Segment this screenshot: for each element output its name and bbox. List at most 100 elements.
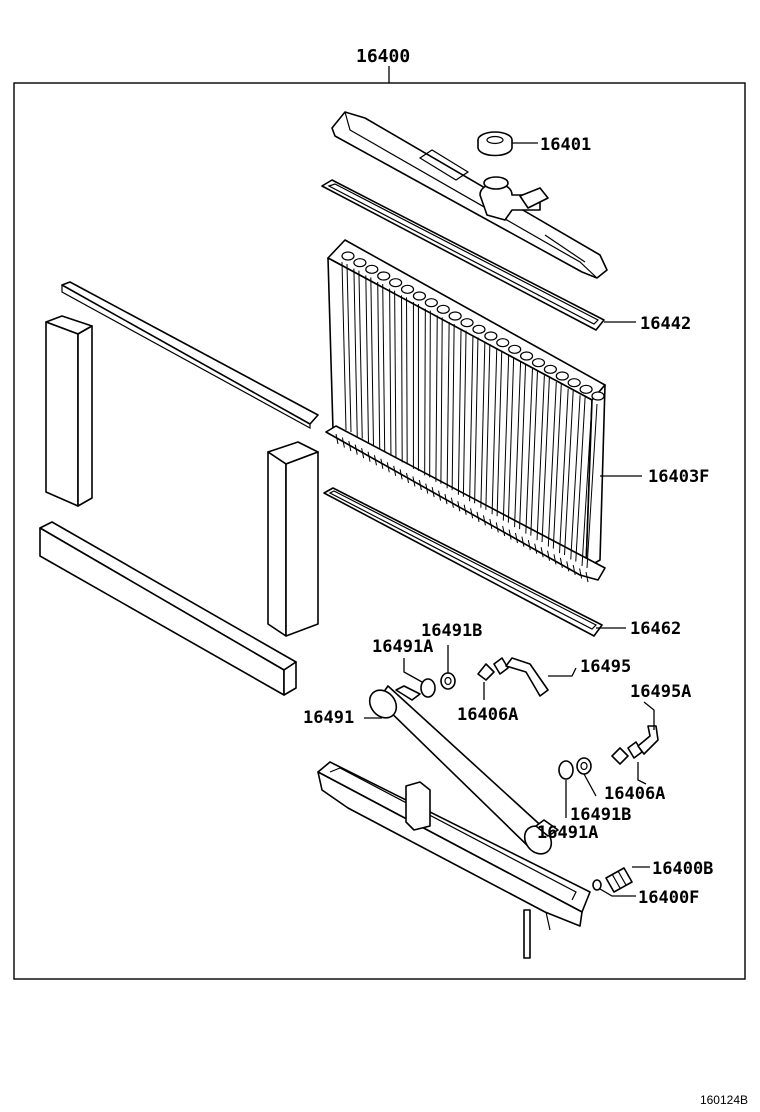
core-bottom-fin bbox=[438, 490, 442, 501]
core-bottom-fin bbox=[508, 529, 512, 540]
core-tube-header bbox=[412, 291, 427, 301]
core-tube bbox=[559, 388, 574, 556]
core-bottom-fin bbox=[399, 469, 403, 480]
core-bottom-fin bbox=[361, 448, 365, 459]
oil-cooler-hose bbox=[477, 657, 549, 697]
label-16491B-bot: 16491B bbox=[570, 805, 631, 825]
core-tube bbox=[435, 315, 443, 484]
core-tube bbox=[446, 321, 455, 491]
core-tube bbox=[457, 328, 467, 497]
core-bottom-fin bbox=[431, 486, 435, 498]
core-bottom-fin bbox=[444, 494, 448, 505]
core-tube bbox=[377, 281, 386, 452]
core-tube-header bbox=[436, 304, 450, 314]
core-tube bbox=[525, 368, 538, 536]
lower-tank bbox=[317, 761, 591, 959]
core-bottom-fin bbox=[348, 440, 352, 452]
core-tube-header bbox=[519, 351, 534, 361]
o-ring-bottom bbox=[558, 760, 574, 780]
core-tube-header bbox=[341, 251, 355, 261]
oil-cooler-pipe bbox=[368, 685, 559, 855]
core-tube-header bbox=[496, 338, 510, 348]
core-bottom-fin bbox=[559, 557, 563, 568]
core-tube bbox=[536, 375, 550, 543]
label-16495A: 16495A bbox=[630, 682, 691, 702]
catalog-id: 160124B bbox=[700, 1093, 748, 1107]
core-tube-header bbox=[424, 298, 438, 308]
core-tube-header bbox=[531, 358, 546, 368]
core-tube-header bbox=[400, 284, 415, 294]
core-bottom-fin bbox=[354, 444, 358, 455]
core-tube bbox=[401, 295, 408, 465]
core-bottom-fin bbox=[540, 547, 544, 558]
core-bottom-fin bbox=[457, 501, 461, 512]
core-tube-header bbox=[567, 378, 581, 388]
core-tube-header bbox=[508, 344, 522, 354]
right-foam-block bbox=[267, 441, 319, 637]
label-16491A-top: 16491A bbox=[372, 637, 433, 657]
core-bottom-fin bbox=[547, 550, 551, 561]
core-bottom-fin bbox=[572, 564, 576, 576]
label-16406A-mid: 16406A bbox=[457, 705, 518, 725]
core-bottom-fin bbox=[450, 497, 454, 508]
core-bottom-fin bbox=[470, 508, 474, 519]
radiator-core bbox=[325, 239, 606, 583]
washer-bottom bbox=[576, 757, 592, 775]
assembly-label: 16400 bbox=[356, 46, 410, 67]
o-ring-top bbox=[420, 678, 436, 698]
core-bottom-fin bbox=[386, 462, 390, 473]
core-tube-header bbox=[543, 364, 557, 374]
label-16495: 16495 bbox=[580, 657, 631, 677]
core-bottom-fin bbox=[521, 536, 525, 547]
core-tube-header bbox=[484, 331, 498, 341]
core-bottom-fin bbox=[502, 525, 506, 537]
core-bottom-fin bbox=[514, 532, 518, 544]
core-tube-header bbox=[448, 311, 462, 321]
core-bottom-fin bbox=[585, 571, 589, 583]
core-tube bbox=[469, 335, 479, 504]
label-16403F: 16403F bbox=[648, 467, 709, 487]
core-tube-header bbox=[389, 278, 403, 288]
label-16462: 16462 bbox=[630, 619, 681, 639]
radiator-cap bbox=[477, 131, 513, 157]
core-bottom-fin bbox=[482, 515, 486, 526]
core-tube bbox=[514, 361, 527, 530]
core-tube bbox=[341, 261, 352, 433]
assembly-frame bbox=[13, 82, 746, 980]
core-bottom-fin bbox=[418, 479, 422, 491]
core-tube bbox=[491, 348, 503, 517]
label-16491: 16491 bbox=[303, 708, 354, 728]
label-16491B-top: 16491B bbox=[421, 621, 482, 641]
core-tube-header bbox=[365, 264, 379, 274]
core-bottom-fin bbox=[406, 472, 410, 484]
drain-gasket bbox=[592, 879, 602, 891]
core-tube bbox=[547, 381, 562, 549]
core-bottom-fin bbox=[412, 476, 416, 487]
core-bottom-fin bbox=[463, 504, 467, 515]
core-bottom-fin bbox=[393, 465, 397, 476]
bottom-seal-bar bbox=[39, 521, 297, 696]
drain-cock bbox=[592, 867, 633, 893]
core-tube-header bbox=[353, 258, 367, 268]
core-tube-header bbox=[377, 271, 391, 281]
core-bottom-fin bbox=[476, 511, 480, 522]
core-tube bbox=[412, 302, 419, 471]
core-tube-header bbox=[579, 384, 593, 394]
core-bottom-fin bbox=[425, 483, 429, 494]
core-tube bbox=[353, 268, 363, 439]
core-tube-header bbox=[555, 371, 569, 381]
core-bottom-fin bbox=[341, 437, 345, 448]
core-tube bbox=[502, 355, 515, 523]
core-tube-header bbox=[591, 391, 605, 401]
label-16442: 16442 bbox=[640, 314, 691, 334]
oil-cooler-hose-a bbox=[611, 725, 659, 765]
left-foam-block bbox=[45, 315, 93, 507]
core-tube bbox=[570, 395, 586, 562]
core-bottom-fin bbox=[380, 458, 384, 469]
core-bottom-fin bbox=[527, 540, 531, 551]
core-tube bbox=[424, 308, 431, 478]
label-16400F: 16400F bbox=[638, 888, 699, 908]
core-bottom-fin bbox=[373, 455, 377, 466]
label-16406A-right: 16406A bbox=[604, 784, 665, 804]
